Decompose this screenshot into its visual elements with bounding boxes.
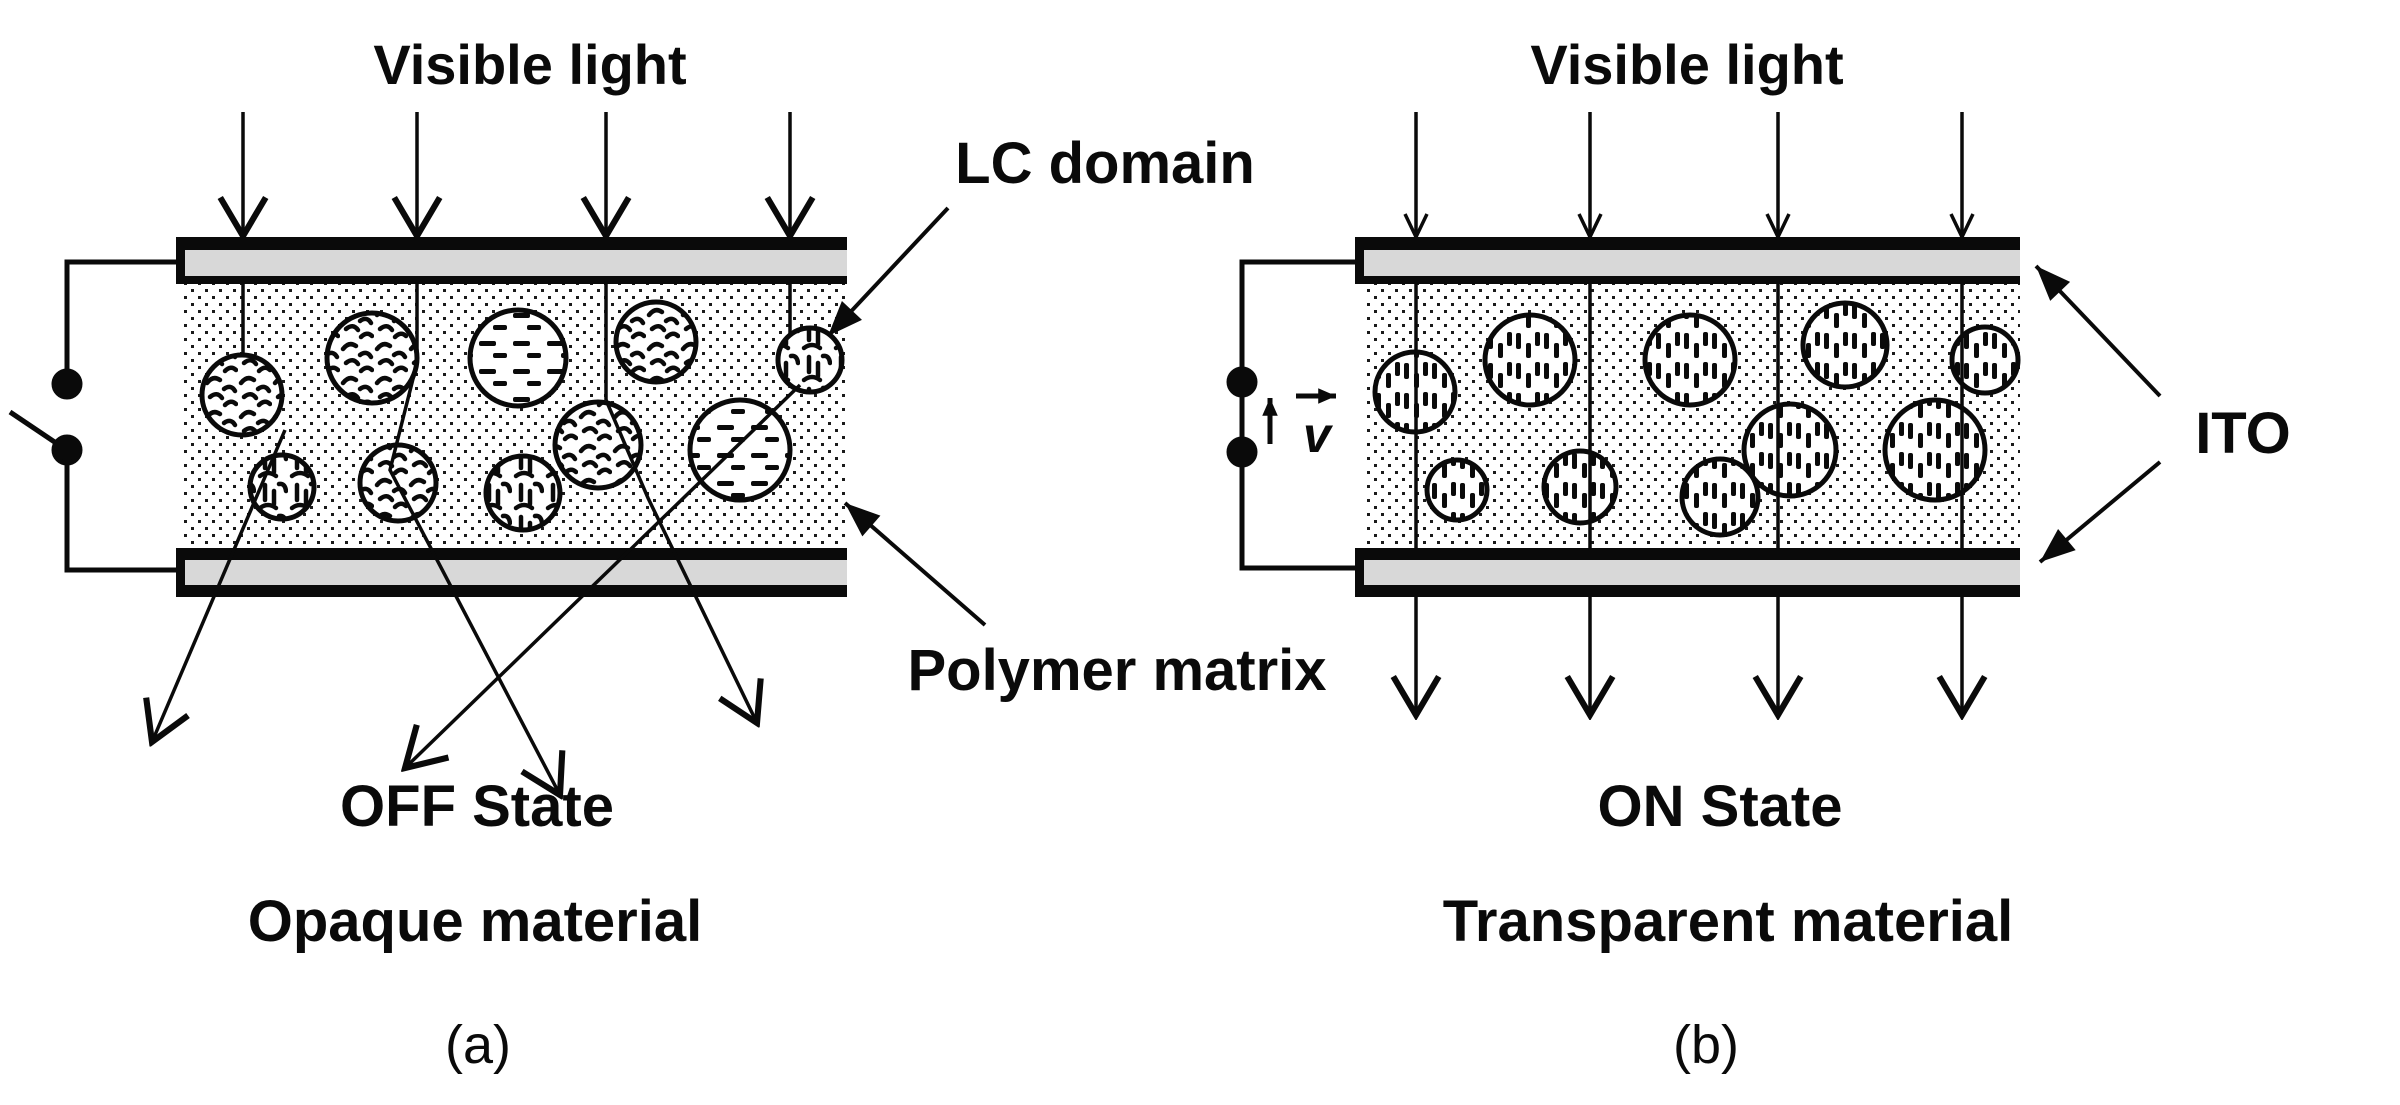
scattered-arrow bbox=[388, 362, 560, 795]
switch-contact-dot bbox=[51, 434, 83, 466]
lc-domain-circle bbox=[1800, 300, 1890, 390]
bottom-electrode-b bbox=[1355, 548, 2020, 597]
panel-b: Visible light bbox=[1226, 33, 2021, 1075]
lc-domain-circle bbox=[1679, 456, 1761, 538]
ito-leader-arrow-top bbox=[2034, 264, 2162, 398]
lc-domain-circle bbox=[1642, 312, 1738, 408]
on-state-label: ON State bbox=[1598, 774, 1843, 839]
lc-domains-a bbox=[199, 299, 845, 533]
lc-domain-circle bbox=[1882, 397, 1988, 503]
opaque-material-label: Opaque material bbox=[248, 889, 702, 954]
caption-a: (a) bbox=[445, 1015, 511, 1075]
lc-domain-circle bbox=[775, 325, 845, 395]
lc-domain-circle bbox=[687, 397, 793, 503]
annotations: LC domain Polymer matrix ITO bbox=[826, 131, 2291, 703]
voltage-symbol: v bbox=[1303, 407, 1334, 463]
panel-b-title: Visible light bbox=[1530, 33, 1843, 96]
wire bbox=[1239, 259, 1363, 571]
incident-light-arrows-a bbox=[243, 112, 790, 236]
wire bbox=[64, 259, 184, 384]
lc-domain-circle bbox=[1949, 324, 2021, 396]
lc-domain-leader-arrow bbox=[826, 206, 950, 338]
lc-domain-circle bbox=[1424, 457, 1490, 523]
top-electrode-a bbox=[176, 237, 847, 284]
lc-domain-label: LC domain bbox=[955, 131, 1255, 196]
lc-domain-circle bbox=[552, 399, 644, 491]
polymer-matrix-label: Polymer matrix bbox=[907, 638, 1326, 703]
scattered-arrow bbox=[405, 383, 802, 768]
caption-b: (b) bbox=[1673, 1015, 1739, 1075]
ito-leader-arrow-bottom bbox=[2038, 460, 2162, 564]
terminal-dot bbox=[1226, 436, 1258, 468]
scattered-light-arrows bbox=[152, 362, 802, 795]
top-electrode-b bbox=[1355, 237, 2020, 284]
polymer-matrix-leader-arrow bbox=[843, 501, 987, 627]
lc-domain-circle bbox=[467, 307, 569, 409]
open-switch-circuit bbox=[8, 259, 184, 573]
lc-domain-circle bbox=[1741, 401, 1839, 499]
lc-domain-circle bbox=[324, 310, 420, 406]
switch-contact-dot bbox=[51, 368, 83, 400]
wire bbox=[64, 450, 184, 573]
lc-domain-circle bbox=[1482, 312, 1578, 408]
lc-domain-circle bbox=[1541, 448, 1619, 526]
lc-domains-b bbox=[1372, 300, 2021, 538]
panel-a-title: Visible light bbox=[373, 33, 686, 96]
ito-label: ITO bbox=[2195, 401, 2291, 466]
terminal-dot bbox=[1226, 366, 1258, 398]
scattered-arrow bbox=[152, 429, 287, 742]
lc-domain-circle bbox=[483, 453, 563, 533]
applied-field-symbol: v bbox=[1262, 388, 1336, 463]
lc-domain-circle bbox=[199, 352, 285, 438]
off-state-label: OFF State bbox=[340, 774, 614, 839]
scattered-arrow bbox=[604, 399, 757, 723]
lc-domain-circle bbox=[613, 299, 699, 385]
bottom-electrode-a bbox=[176, 548, 847, 597]
voltage-source-circuit bbox=[1226, 259, 1363, 571]
panel-a: Visible light bbox=[8, 33, 847, 1075]
transparent-material-label: Transparent material bbox=[1443, 889, 2014, 954]
